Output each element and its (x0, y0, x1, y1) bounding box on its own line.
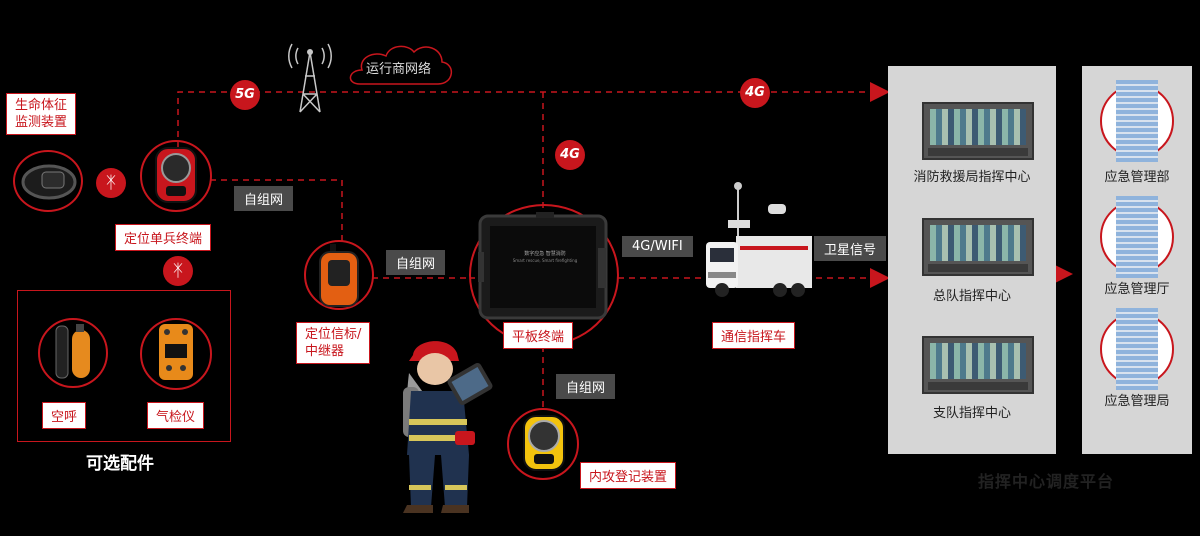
air-breathing-ring (38, 318, 108, 388)
command-vehicle-label: 通信指挥车 (712, 322, 796, 349)
self-org-link-1: 自组网 (234, 186, 294, 211)
gas-detector-icon (159, 324, 193, 380)
4g-badge-mid: 4G (555, 140, 585, 170)
internal-register-icon (523, 415, 565, 471)
soldier-terminal-ring (140, 140, 212, 212)
internal-register-ring (507, 408, 579, 480)
building-icon-3 (1116, 308, 1158, 390)
soldier-terminal-icon (155, 147, 197, 203)
cloud-icon (349, 45, 452, 85)
platform-title: 指挥中心调度平台 (978, 472, 1115, 491)
beacon-relay-ring (304, 240, 374, 310)
air-breathing-label: 空呼 (42, 402, 87, 429)
building-icon-2 (1116, 196, 1158, 278)
mgmt-label-3: 应急管理局 (1104, 394, 1170, 409)
beacon-relay-icon (319, 244, 359, 307)
tablet-icon (478, 212, 608, 320)
soldier-terminal-label: 定位单兵终端 (115, 224, 212, 251)
gas-detector-ring (140, 318, 212, 390)
self-org-link-3: 自组网 (556, 374, 616, 399)
building-icon-1 (1116, 80, 1158, 162)
bluetooth-icon-2: ᛡ (163, 256, 193, 286)
gas-detector-label: 气检仪 (147, 402, 205, 429)
center-screen-1 (922, 102, 1034, 160)
air-breathing-icon (55, 324, 90, 379)
tower-icon (288, 43, 332, 113)
center-screen-2 (922, 218, 1034, 276)
beacon-relay-label: 定位信标/ 中继器 (296, 322, 371, 364)
firefighter-icon (403, 341, 493, 513)
fourg-wifi-link: 4G/WIFI (622, 236, 693, 257)
optional-accessories-title: 可选配件 (86, 454, 154, 474)
vital-monitor-ring (13, 150, 83, 212)
4g-badge-top: 4G (740, 78, 770, 108)
internal-register-label: 内攻登记装置 (580, 462, 677, 489)
center-label-3: 支队指挥中心 (932, 406, 1011, 421)
center-label-1: 消防救援局指挥中心 (913, 170, 1031, 185)
optional-accessories-box (17, 290, 231, 442)
center-screen-3 (922, 336, 1034, 394)
command-vehicle-icon (706, 182, 812, 297)
tablet-label: 平板终端 (503, 322, 574, 349)
satellite-link: 卫星信号 (814, 236, 887, 261)
self-org-link-2: 自组网 (386, 250, 446, 275)
operator-network-label: 运行商网络 (366, 62, 432, 77)
bluetooth-icon-1: ᛡ (96, 168, 126, 198)
tablet-screen-line1: 数字应急 智慧消防 (524, 251, 566, 257)
mgmt-label-1: 应急管理部 (1104, 170, 1170, 185)
5g-badge: 5G (230, 80, 260, 110)
vital-monitor-label: 生命体征 监测装置 (6, 93, 77, 135)
wristband-icon (21, 164, 77, 200)
center-label-2: 总队指挥中心 (932, 289, 1011, 304)
tablet-screen-line2: Smart rescue, Smart firefighting (512, 258, 578, 263)
mgmt-label-2: 应急管理厅 (1104, 282, 1170, 297)
